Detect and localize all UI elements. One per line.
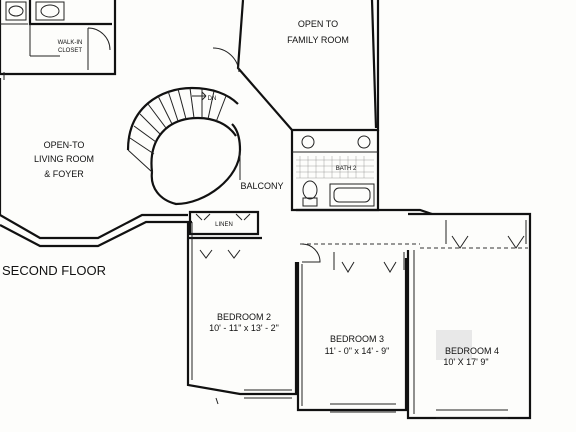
bedroom-4 bbox=[406, 212, 532, 420]
bath2-sink-left bbox=[301, 135, 315, 149]
bedroom-3-dims: 11' - 0" x 14' - 9" bbox=[325, 346, 390, 356]
toilet bbox=[302, 180, 318, 200]
living-room-label-1: OPEN-TO bbox=[44, 140, 85, 150]
walk-in-closet-label-2: CLOSET bbox=[58, 48, 82, 54]
linen-label: LINEN bbox=[215, 222, 233, 228]
bedroom-2-name: BEDROOM 2 bbox=[217, 312, 271, 322]
stair-direction-label: DN bbox=[208, 96, 217, 102]
family-room-label-2: FAMILY ROOM bbox=[287, 35, 349, 45]
balcony-area bbox=[150, 123, 242, 206]
bedroom-3-name: BEDROOM 3 bbox=[330, 334, 384, 344]
bedroom-3 bbox=[296, 252, 408, 413]
bedroom-4-name: BEDROOM 4 bbox=[445, 346, 499, 356]
floor-title: SECOND FLOOR bbox=[2, 263, 106, 278]
family-room-area bbox=[212, 0, 380, 132]
bath2-sink-right bbox=[357, 135, 371, 149]
hallway bbox=[188, 208, 433, 263]
bath-2-label: BATH 2 bbox=[336, 166, 357, 172]
family-room-label-1: OPEN TO bbox=[298, 19, 338, 29]
bedroom-2-dims: 10' - 11" x 13' - 2" bbox=[209, 323, 279, 333]
labels: WALK-IN CLOSET OPEN TO FAMILY ROOM OPEN-… bbox=[2, 19, 499, 367]
balcony-label: BALCONY bbox=[240, 181, 283, 191]
living-room-area bbox=[0, 72, 192, 248]
master-suite-area bbox=[0, 0, 117, 76]
curved-staircase bbox=[126, 86, 239, 173]
living-room-label-2: LIVING ROOM bbox=[34, 154, 94, 164]
sink-left bbox=[5, 1, 27, 21]
bathtub bbox=[329, 183, 375, 207]
bedroom-2 bbox=[186, 222, 298, 405]
walk-in-closet-label-1: WALK-IN bbox=[58, 40, 83, 46]
living-room-label-3: & FOYER bbox=[44, 169, 84, 179]
bedroom-4-dims: 10' X 17' 9" bbox=[443, 357, 488, 367]
sink-right bbox=[35, 1, 65, 21]
